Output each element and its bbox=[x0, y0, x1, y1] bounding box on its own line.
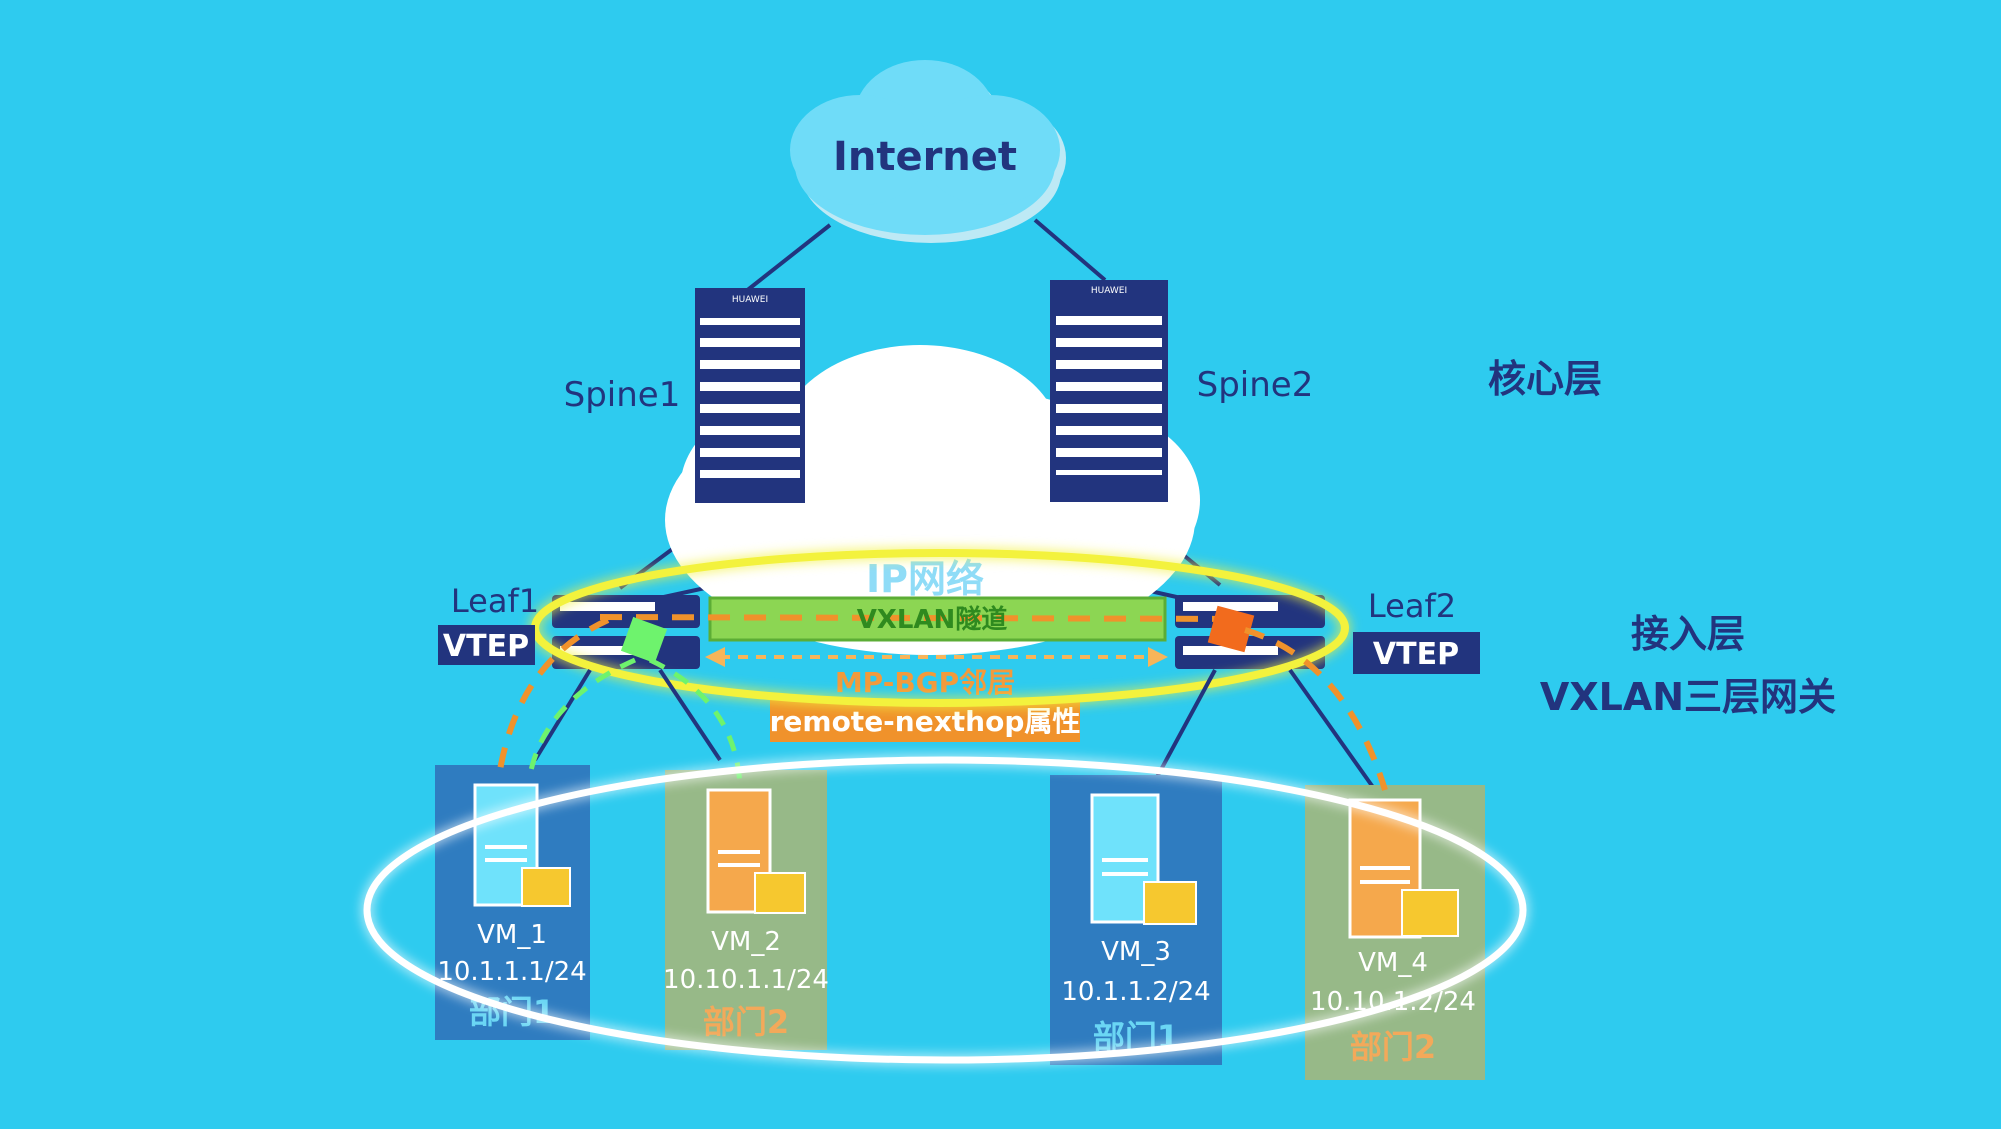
remote-nexthop-label: remote-nexthop属性 bbox=[770, 705, 1081, 738]
vm2-dept: 部门2 bbox=[703, 1003, 789, 1041]
vm1-name: VM_1 bbox=[477, 920, 547, 950]
tenant-ring bbox=[363, 756, 1527, 1064]
internet-label: Internet bbox=[833, 134, 1017, 180]
leaf1-label: Leaf1 bbox=[451, 582, 539, 620]
green-packet-icon bbox=[620, 616, 668, 664]
vm2-name: VM_2 bbox=[711, 927, 781, 957]
vm3-ip: 10.1.1.2/24 bbox=[1061, 977, 1210, 1007]
spine1-label: Spine1 bbox=[564, 375, 681, 415]
vm1-green-path bbox=[527, 657, 637, 776]
access-layer-label: 接入层 bbox=[1631, 612, 1745, 656]
vxlan-tunnel-label: VXLAN隧道 bbox=[857, 604, 1008, 635]
vm4-dept: 部门2 bbox=[1350, 1028, 1436, 1066]
vm4-name: VM_4 bbox=[1358, 948, 1428, 978]
vm3-panel bbox=[1050, 775, 1222, 1065]
leaf2-label: Leaf2 bbox=[1368, 587, 1456, 625]
vm4-orange-path bbox=[1244, 627, 1388, 791]
mp-bgp-label: MP-BGP邻居 bbox=[835, 666, 1015, 699]
vm2-ip: 10.10.1.1/24 bbox=[663, 965, 829, 995]
spine1-brand: HUAWEI bbox=[732, 295, 768, 305]
spine1-switch: HUAWEI bbox=[695, 288, 805, 503]
spine2-switch: HUAWEI bbox=[1050, 280, 1168, 502]
spine2-brand: HUAWEI bbox=[1091, 286, 1127, 296]
vm2-panel bbox=[665, 770, 827, 1050]
mp-bgp-arrow bbox=[705, 647, 1168, 667]
vm3-name: VM_3 bbox=[1101, 937, 1171, 967]
leaf2-vtep-badge bbox=[1353, 632, 1480, 674]
leaf2-vtep-label: VTEP bbox=[1373, 637, 1459, 672]
remote-nexthop-badge bbox=[770, 700, 1080, 742]
gateway-layer-label: VXLAN三层网关 bbox=[1540, 675, 1836, 719]
leaf1-vtep-label: VTEP bbox=[443, 629, 529, 664]
internet-cloud bbox=[790, 60, 1066, 243]
vm1-ip: 10.1.1.1/24 bbox=[437, 957, 586, 987]
core-layer-label: 核心层 bbox=[1488, 357, 1602, 401]
leaf1-vtep-badge bbox=[438, 625, 535, 665]
vm2-green-path bbox=[648, 657, 743, 786]
vm4-panel bbox=[1305, 785, 1485, 1080]
spine2-label: Spine2 bbox=[1197, 365, 1314, 405]
orange-packet-icon bbox=[1207, 605, 1255, 653]
ip-network-label: IP网络 bbox=[866, 557, 984, 601]
